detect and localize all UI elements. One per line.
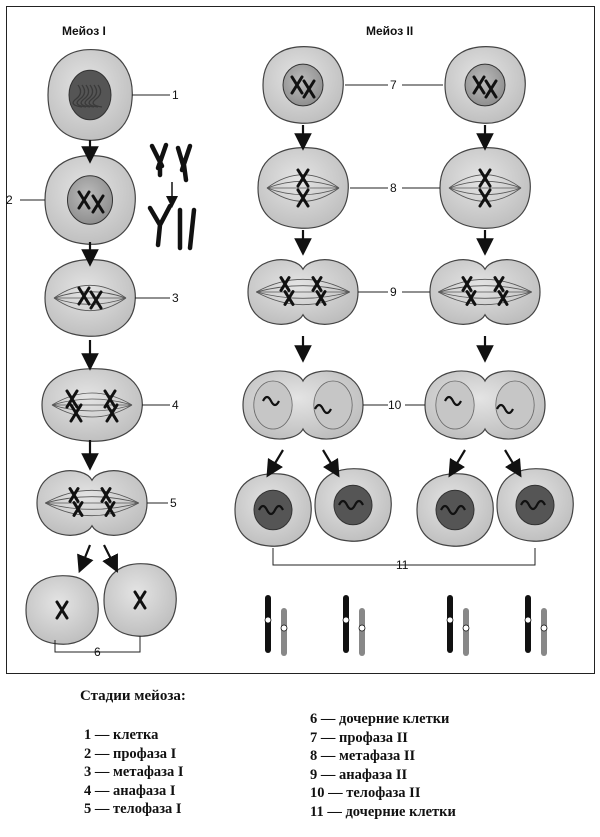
step-arrow bbox=[102, 544, 118, 573]
step-label-8: 8 bbox=[390, 181, 397, 195]
telophase-1-cell bbox=[36, 470, 148, 536]
step-label-11: 11 bbox=[396, 558, 409, 572]
chromosome-bars-2 bbox=[446, 595, 548, 656]
legend-right-column: 6 — дочерние клетки 7 — профаза II 8 — м… bbox=[310, 710, 456, 821]
label-leader-line bbox=[272, 548, 536, 566]
telophase-2-cell-1 bbox=[242, 370, 364, 440]
prophase-2-cell-1 bbox=[262, 46, 344, 124]
meiosis-2-header: Мейоз II bbox=[366, 24, 414, 38]
diagram-frame bbox=[6, 6, 595, 674]
metaphase-2-cell-1 bbox=[257, 147, 349, 229]
step-label-3: 3 bbox=[172, 291, 179, 305]
legend-item: 8 — метафаза II bbox=[310, 748, 416, 764]
legend-item: 4 — анафаза I bbox=[84, 782, 176, 799]
daughter-cell-2-4 bbox=[496, 468, 574, 542]
daughter-cell-2-3 bbox=[416, 473, 494, 547]
step-arrow bbox=[322, 449, 340, 478]
legend-item: 6 — дочерние клетки bbox=[310, 711, 450, 727]
legend: Стадии мейоза: 1 — клетка 2 — профаза I … bbox=[80, 688, 580, 828]
prophase-1-cell bbox=[44, 155, 136, 245]
prophase-2-cell-2 bbox=[444, 46, 526, 124]
legend-item: 2 — профаза I bbox=[84, 745, 177, 762]
step-label-6: 6 bbox=[94, 645, 101, 659]
daughter-cell-2-1 bbox=[234, 473, 312, 547]
daughter-cell-2-2 bbox=[314, 468, 392, 542]
step-label-2: 2 bbox=[6, 193, 13, 207]
legend-item: 3 — метафаза I bbox=[84, 764, 184, 780]
step-label-1: 1 bbox=[172, 88, 179, 102]
step-label-9: 9 bbox=[390, 285, 397, 299]
metaphase-2-cell-2 bbox=[439, 147, 531, 229]
anaphase-2-cell-1 bbox=[247, 259, 359, 325]
legend-item: 11 — дочерние клетки bbox=[310, 803, 456, 820]
meiosis-1-header: Мейоз I bbox=[62, 24, 106, 38]
step-label-4: 4 bbox=[172, 398, 179, 412]
step-arrow bbox=[77, 544, 94, 574]
daughter-cell-1a bbox=[25, 575, 99, 645]
anaphase-2-cell-2 bbox=[429, 259, 541, 325]
step-arrow bbox=[266, 449, 284, 478]
legend-title: Стадии мейоза: bbox=[80, 688, 186, 704]
step-arrow bbox=[448, 449, 466, 478]
homolog-pair-illustration bbox=[147, 142, 197, 251]
legend-left-column: 1 — клетка 2 — профаза I 3 — метафаза I … bbox=[84, 726, 184, 819]
legend-item: 7 — профаза II bbox=[310, 729, 408, 746]
legend-item: 1 — клетка bbox=[84, 727, 159, 743]
interphase-cell bbox=[47, 49, 133, 141]
step-arrow bbox=[504, 449, 522, 478]
telophase-2-cell-2 bbox=[424, 370, 546, 440]
step-label-7: 7 bbox=[390, 78, 397, 92]
step-label-10: 10 bbox=[388, 398, 402, 412]
daughter-cell-1b bbox=[103, 563, 177, 637]
chromosome-bars-1 bbox=[264, 595, 366, 656]
metaphase-1-cell bbox=[44, 259, 136, 337]
legend-item: 9 — анафаза II bbox=[310, 766, 408, 783]
meiosis-diagram: 1 2 3 4 5 6 7 8 9 10 11 bbox=[6, 46, 574, 659]
label-leader-line bbox=[54, 636, 141, 653]
anaphase-1-cell bbox=[41, 368, 143, 442]
legend-item: 10 — телофаза II bbox=[310, 785, 421, 801]
legend-item: 5 — телофаза I bbox=[84, 801, 182, 817]
step-label-5: 5 bbox=[170, 496, 177, 510]
